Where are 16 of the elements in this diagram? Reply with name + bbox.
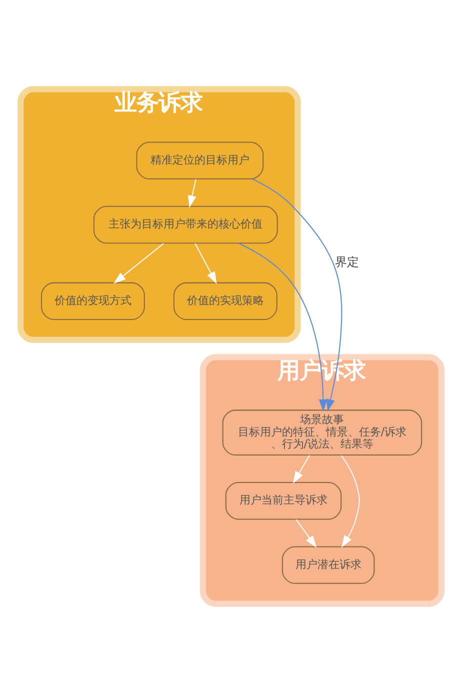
arrow <box>296 518 317 548</box>
arrow <box>188 178 196 208</box>
edge-label: 界定 <box>335 254 360 269</box>
arrow <box>114 242 164 284</box>
node-box: 用户潜在诉求 <box>282 546 375 584</box>
arrow <box>340 454 360 548</box>
arrow <box>238 242 328 412</box>
node-box: 用户当前主导诉求 <box>225 482 342 520</box>
arrow <box>252 178 342 412</box>
node-box: 价值的实现策略 <box>173 282 278 320</box>
node-box: 场景故事 目标用户的特征、情景、任务/诉求、行为/说法、结果等 <box>222 409 422 456</box>
node-box: 精准定位的目标用户 <box>136 141 264 179</box>
arrow <box>292 454 310 484</box>
node-box: 价值的变现方式 <box>40 282 145 320</box>
arrow <box>194 242 217 284</box>
node-box: 主张为目标用户带来的核心价值 <box>93 205 278 244</box>
